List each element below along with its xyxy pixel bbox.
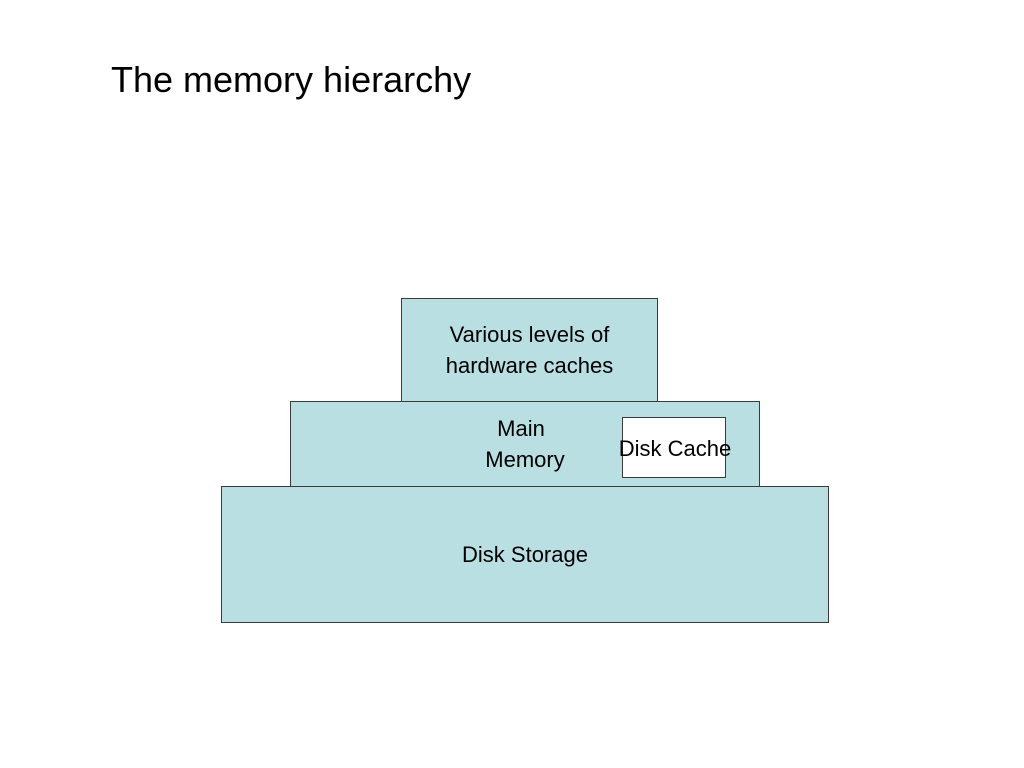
disk-cache-box [622,417,726,478]
disk-storage-label: Disk Storage [462,542,588,567]
hardware-caches-label-line-1: Various levels of [449,322,610,347]
hardware-caches-box [401,298,658,402]
main-memory-label-line-2: Memory [485,447,565,472]
main-memory-label-line-1: Main [497,416,545,441]
hardware-caches-label-line-2: hardware caches [445,353,614,378]
disk-storage-box [221,486,829,623]
disk-cache-label: Disk Cache [618,436,732,461]
slide-title: The memory hierarchy [111,59,472,100]
